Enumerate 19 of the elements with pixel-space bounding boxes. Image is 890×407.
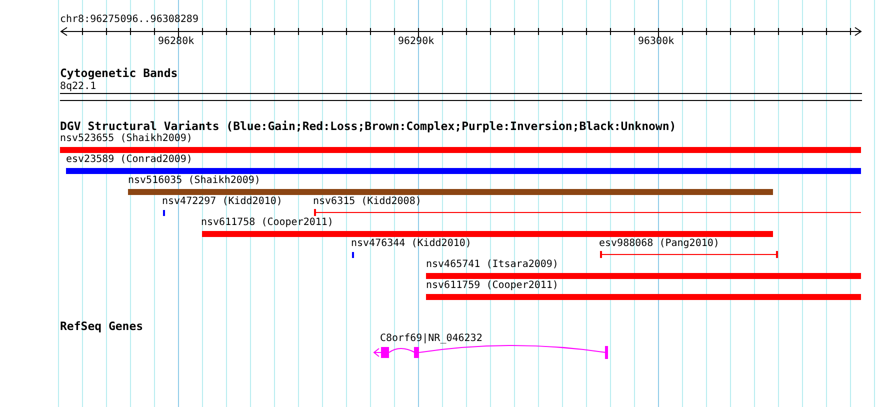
variant-label: nsv6315 (Kidd2008) — [313, 196, 422, 208]
variant-label: nsv476344 (Kidd2010) — [351, 238, 472, 250]
variant-label: nsv516035 (Shaikh2009) — [128, 175, 260, 187]
tick-label: 96280k — [158, 36, 194, 48]
track-title: DGV Structural Variants (Blue:Gain;Red:Loss;Brown:Complex;Purple:Inversion;Black:Unknown) — [60, 120, 676, 132]
variant-label: esv23589 (Conrad2009) — [66, 154, 192, 166]
variant-label: nsv523655 (Shaikh2009) — [60, 133, 192, 145]
band-label: 8q22.1 — [60, 81, 96, 93]
track-title: RefSeq Genes — [60, 320, 144, 332]
range-label: chr8:96275096..96308289 — [60, 14, 198, 26]
variant-label: esv988068 (Pang2010) — [599, 238, 720, 250]
variant-label: nsv472297 (Kidd2010) — [162, 196, 282, 208]
variant-label: nsv611758 (Cooper2011) — [201, 217, 334, 229]
tick-label: 96290k — [398, 36, 434, 48]
tick-label: 96300k — [638, 36, 674, 48]
gene-label: C8orf69|NR_046232 — [380, 333, 482, 345]
variant-label: nsv465741 (Itsara2009) — [426, 259, 558, 271]
track-title: Cytogenetic Bands — [60, 67, 178, 79]
variant-label: nsv611759 (Cooper2011) — [426, 280, 558, 292]
